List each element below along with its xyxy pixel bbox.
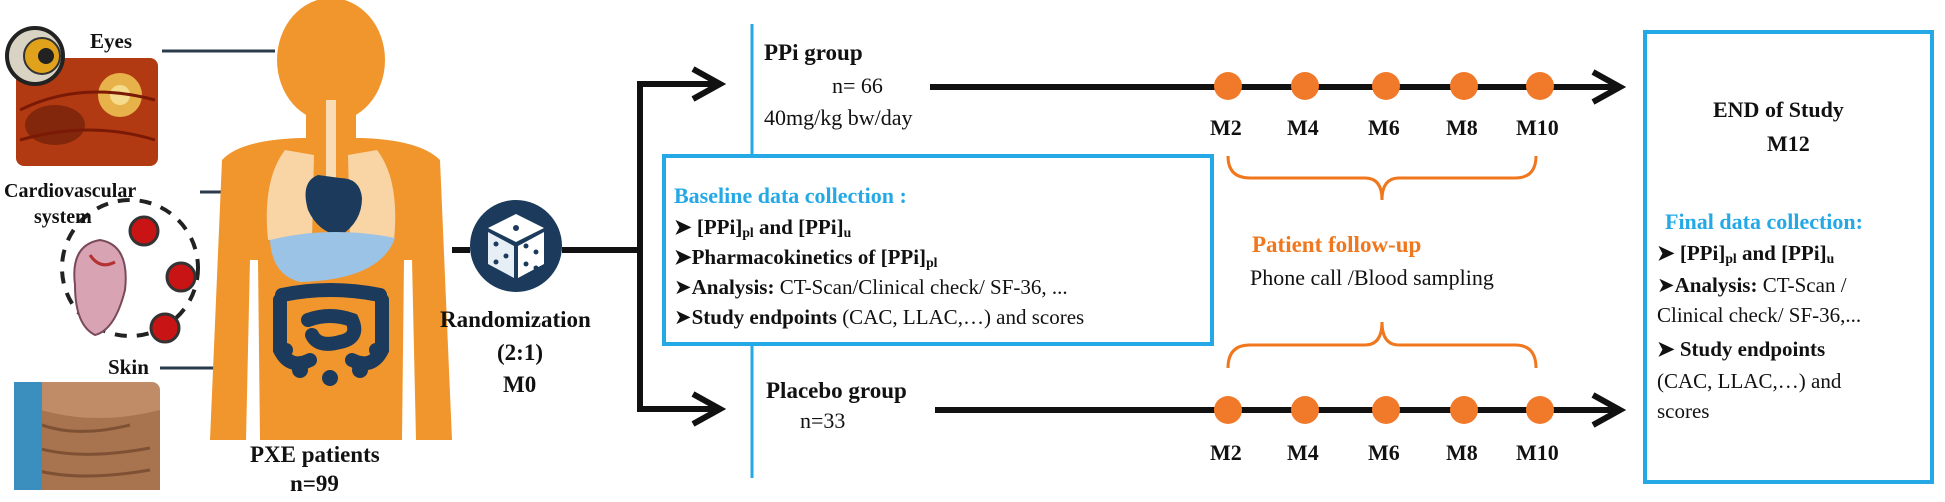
final-item-analysis-cont: Clinical check/ SF-36,... <box>1657 303 1862 327</box>
heart-cycle-illustration <box>60 198 200 344</box>
randomization-label: Randomization <box>440 307 591 332</box>
dice-icon <box>470 200 562 292</box>
placebo-group-milestone-label: M8 <box>1446 440 1478 465</box>
ppi-group-title: PPi group <box>764 40 863 65</box>
placebo-group-milestone-dot <box>1450 396 1478 424</box>
followup-title: Patient follow-up <box>1252 232 1422 257</box>
placebo-group-milestone-label: M2 <box>1210 440 1242 465</box>
placebo-group-milestone-dot <box>1291 396 1319 424</box>
human-body-illustration <box>210 0 452 440</box>
followup-brace-top <box>1226 155 1538 201</box>
placebo-group-n: n=33 <box>800 408 846 433</box>
pxe-count-label: n=99 <box>290 471 339 496</box>
final-data-title: Final data collection: <box>1665 209 1863 234</box>
arrow-bullet-icon: ➤ <box>674 275 692 299</box>
randomization-ratio: (2:1) <box>497 340 543 365</box>
eye-icon <box>5 26 65 86</box>
ppi-group-milestone-dot <box>1526 72 1554 100</box>
placebo-milestone-dots <box>1214 396 1554 424</box>
followup-brace-bottom <box>1226 321 1538 369</box>
ppi-group-n: n= 66 <box>832 73 883 98</box>
ppi-group-milestone-dot <box>1450 72 1478 100</box>
eyes-label: Eyes <box>90 29 132 53</box>
arrow-bullet-icon: ➤ <box>1657 273 1675 297</box>
arrow-bullet-icon: ➤ <box>674 215 697 239</box>
ppi-group-milestone-label: M10 <box>1516 115 1559 140</box>
baseline-title: Baseline data collection : <box>674 183 907 208</box>
baseline-data-box: Baseline data collection : ➤ [PPi]pl and… <box>662 154 1214 346</box>
final-item-endpoints-cont: (CAC, LLAC,…) and <box>1657 369 1842 393</box>
placebo-group-milestone-label: M4 <box>1287 440 1319 465</box>
placebo-group-milestone-dot <box>1214 396 1242 424</box>
placebo-group-title: Placebo group <box>766 378 907 403</box>
system-label: system <box>34 206 92 228</box>
ppi-milestone-dots <box>1214 72 1554 100</box>
baseline-item-endpoints: ➤Study endpoints (CAC, LLAC,…) and score… <box>674 305 1085 329</box>
ppi-group-milestone-dot <box>1372 72 1400 100</box>
final-item-endpoints: ➤ Study endpoints <box>1657 337 1826 361</box>
placebo-group-milestone-label: M6 <box>1368 440 1400 465</box>
placebo-group-milestone-dot <box>1526 396 1554 424</box>
placebo-group-milestone-dot <box>1372 396 1400 424</box>
randomization-m0: M0 <box>503 372 537 397</box>
arrow-bullet-icon: ➤ <box>1657 337 1680 361</box>
ppi-group-milestone-label: M2 <box>1210 115 1242 140</box>
final-item-analysis: ➤Analysis: CT-Scan / <box>1657 273 1847 297</box>
pxe-patients-label: PXE patients <box>250 442 380 467</box>
end-m12: M12 <box>1767 131 1810 156</box>
followup-subtitle: Phone call /Blood sampling <box>1250 265 1494 290</box>
ppi-group-milestone-label: M4 <box>1287 115 1319 140</box>
arrow-bullet-icon: ➤ <box>674 245 692 269</box>
arrow-bullet-icon: ➤ <box>674 305 692 329</box>
skin-photo <box>14 382 160 490</box>
arrow-bullet-icon: ➤ <box>1657 241 1680 265</box>
end-title: END of Study <box>1713 97 1844 122</box>
ppi-group-milestone-dot <box>1214 72 1242 100</box>
skin-label: Skin <box>108 355 149 379</box>
baseline-item-ppi: ➤ [PPi]pl and [PPi]u <box>674 215 852 240</box>
cardiovascular-label: Cardiovascular <box>4 180 137 202</box>
final-item-ppi: ➤ [PPi]pl and [PPi]u <box>1657 241 1835 266</box>
placebo-group-milestone-label: M10 <box>1516 440 1559 465</box>
end-of-study-box: END of Study M12 Final data collection: … <box>1643 30 1934 484</box>
ppi-group-dose: 40mg/kg bw/day <box>764 105 913 130</box>
ppi-group-milestone-label: M8 <box>1446 115 1478 140</box>
ppi-group-milestone-dot <box>1291 72 1319 100</box>
final-item-endpoints-cont2: scores <box>1657 399 1710 423</box>
baseline-item-analysis: ➤Analysis: CT-Scan/Clinical check/ SF-36… <box>674 275 1068 299</box>
ppi-group-milestone-label: M6 <box>1368 115 1400 140</box>
baseline-item-pharmacokinetics: ➤Pharmacokinetics of [PPi]pl <box>674 245 938 270</box>
branch-arrows <box>562 84 720 412</box>
eye-photo <box>16 58 158 166</box>
